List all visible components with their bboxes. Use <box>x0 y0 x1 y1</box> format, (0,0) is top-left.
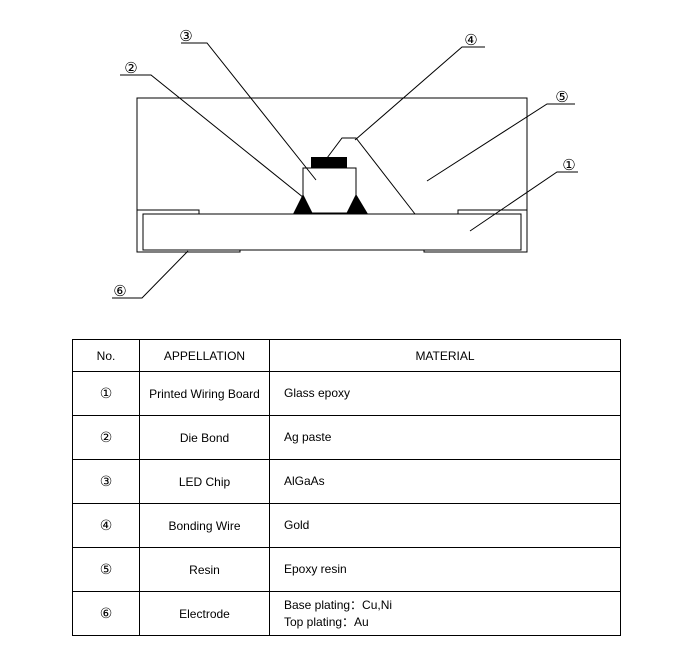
header-no: No. <box>72 339 140 372</box>
material-line: Top plating：Au <box>284 614 369 629</box>
bonding-wire <box>326 137 416 215</box>
table-row: ⑥ Electrode Base plating：Cu,Ni Top plati… <box>72 591 621 636</box>
die-bond-right <box>346 194 368 214</box>
row-appellation: Die Bond <box>139 415 270 460</box>
row-number: ⑥ <box>72 591 140 636</box>
row-number: ① <box>72 371 140 416</box>
material-line: Base plating：Cu,Ni <box>284 597 393 612</box>
bond-pad <box>311 157 347 168</box>
electrode-right-bottom <box>423 225 528 253</box>
table-row: ⑤ Resin Epoxy resin <box>72 547 621 592</box>
leader-line-5 <box>426 103 575 182</box>
table-row: ④ Bonding Wire Gold <box>72 503 621 548</box>
leader-line-1 <box>469 171 578 232</box>
material-line: Glass epoxy <box>284 386 351 400</box>
material-line: Ag paste <box>284 430 332 444</box>
row-material: AlGaAs <box>269 459 621 504</box>
leader-line-6 <box>112 250 189 299</box>
header-appellation: APPELLATION <box>139 339 270 372</box>
header-material: MATERIAL <box>269 339 621 372</box>
resin-body <box>136 97 528 225</box>
row-number: ⑤ <box>72 547 140 592</box>
electrode-right-top <box>457 209 527 214</box>
row-material: Glass epoxy <box>269 371 621 416</box>
row-number: ④ <box>72 503 140 548</box>
table-header-row: No. APPELLATION MATERIAL <box>72 339 621 372</box>
electrode-left-bottom <box>136 225 241 253</box>
leader-line-4 <box>354 46 485 141</box>
row-appellation: Bonding Wire <box>139 503 270 548</box>
table-row: ② Die Bond Ag paste <box>72 415 621 460</box>
row-appellation: LED Chip <box>139 459 270 504</box>
callout-1: ① <box>562 156 575 174</box>
table-row: ① Printed Wiring Board Glass epoxy <box>72 371 621 416</box>
row-appellation: Electrode <box>139 591 270 636</box>
led-cross-section-diagram: ③ ② ④ ⑤ ① ⑥ <box>112 27 578 300</box>
led-chip <box>302 167 357 214</box>
die-bond-left <box>293 194 313 214</box>
callout-4: ④ <box>464 31 477 49</box>
material-line: Gold <box>284 518 310 532</box>
material-line: AlGaAs <box>284 474 325 488</box>
callout-5: ⑤ <box>555 88 568 106</box>
row-material: Epoxy resin <box>269 547 621 592</box>
row-material: Base plating：Cu,Ni Top plating：Au <box>269 591 621 636</box>
table-row: ③ LED Chip AlGaAs <box>72 459 621 504</box>
material-line: Epoxy resin <box>284 562 347 576</box>
callout-6: ⑥ <box>113 282 126 300</box>
printed-wiring-board <box>142 213 522 251</box>
row-appellation: Resin <box>139 547 270 592</box>
electrode-left-top <box>137 209 200 214</box>
callout-3: ③ <box>179 27 192 45</box>
leader-line-2 <box>120 74 305 199</box>
row-material: Gold <box>269 503 621 548</box>
material-table: No. APPELLATION MATERIAL ① Printed Wirin… <box>72 339 621 636</box>
row-appellation: Printed Wiring Board <box>139 371 270 416</box>
row-material: Ag paste <box>269 415 621 460</box>
leader-line-3 <box>181 42 317 181</box>
row-number: ③ <box>72 459 140 504</box>
row-number: ② <box>72 415 140 460</box>
callout-2: ② <box>124 59 137 77</box>
